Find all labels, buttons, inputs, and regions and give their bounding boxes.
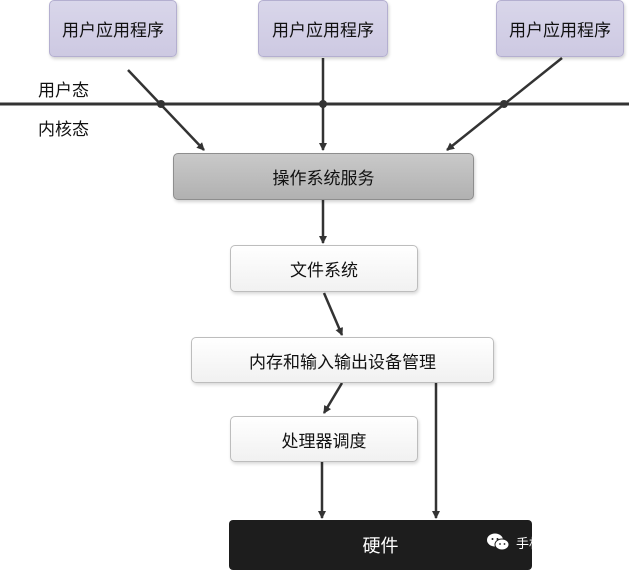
kernel-mode-label: 内核态 <box>38 120 89 140</box>
user-app-1: 用户应用程序 <box>49 0 177 57</box>
user-mode-label: 用户态 <box>38 81 89 101</box>
crossing-dot-1 <box>157 100 165 108</box>
watermark-text: 手机电脑黑客 <box>516 536 595 552</box>
memory-io-box: 内存和输入输出设备管理 <box>191 337 494 383</box>
crossing-dot-2 <box>319 100 327 108</box>
arrow-app1-to-services <box>127 69 205 151</box>
hardware-box: 硬件 <box>229 520 532 570</box>
file-system-box: 文件系统 <box>230 245 418 292</box>
user-app-3: 用户应用程序 <box>496 0 624 57</box>
user-app-2: 用户应用程序 <box>258 0 388 57</box>
os-services-box: 操作系统服务 <box>173 153 474 200</box>
arrow-filesystem-to-memoryio <box>322 292 344 336</box>
arrow-memoryio-to-processor <box>322 382 344 414</box>
processor-scheduling-box: 处理器调度 <box>230 416 418 462</box>
wechat-icon <box>487 533 510 551</box>
crossing-dot-3 <box>500 100 508 108</box>
watermark: 手机电脑黑客 <box>486 532 594 552</box>
